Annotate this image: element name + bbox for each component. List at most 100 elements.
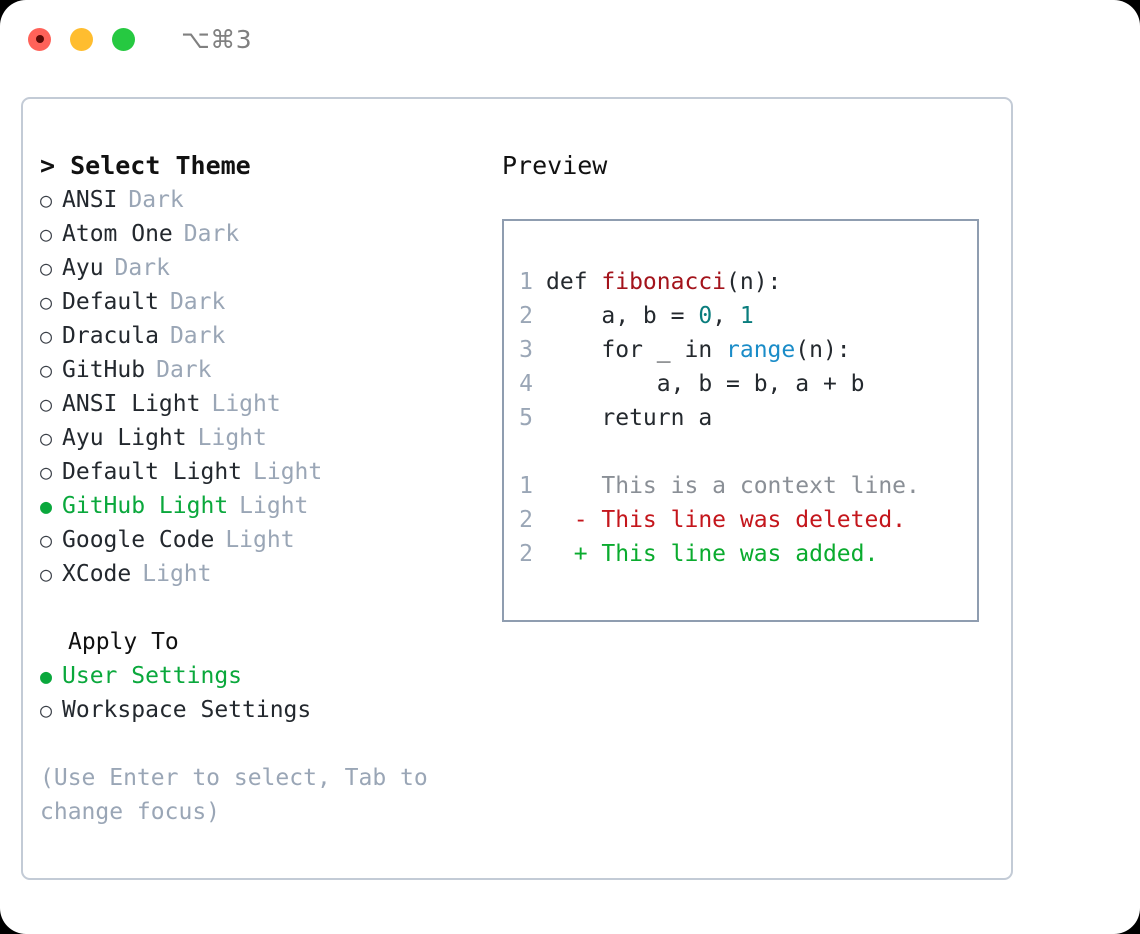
- code-line: 2 a, b = 0, 1: [504, 299, 977, 333]
- theme-option-label: ANSI: [62, 187, 118, 213]
- code-line: 5 return a: [504, 401, 977, 435]
- theme-option-label: GitHub Light: [62, 493, 229, 519]
- radio-unselected-icon: ○: [40, 324, 53, 348]
- theme-variant-badge: Dark: [169, 323, 226, 349]
- theme-variant-badge: Dark: [114, 255, 170, 281]
- theme-option-ansi-light[interactable]: ○ ANSI Light Light: [40, 387, 480, 421]
- theme-option-xcode[interactable]: ○ XCode Light: [40, 557, 480, 591]
- minimize-window-icon[interactable]: [70, 27, 93, 51]
- code-line-content: def fibonacci(n):: [546, 265, 781, 299]
- apply-to-option-user-settings[interactable]: ● User Settings: [40, 659, 480, 693]
- radio-unselected-icon: ○: [40, 256, 53, 280]
- theme-option-google-code[interactable]: ○ Google Code Light: [40, 523, 480, 557]
- theme-option-label: Atom One: [62, 221, 173, 247]
- theme-option-github[interactable]: ○ GitHub Dark: [40, 353, 480, 387]
- line-number: 2: [519, 507, 533, 533]
- theme-option-label: ANSI Light: [62, 391, 201, 417]
- apply-to-option-label: Workspace Settings: [62, 697, 312, 723]
- line-number: 1: [519, 269, 533, 295]
- apply-to-option-workspace-settings[interactable]: ○ Workspace Settings: [40, 693, 480, 727]
- radio-unselected-icon: ○: [40, 188, 53, 212]
- keyboard-shortcut-label: ⌥⌘3: [181, 24, 253, 54]
- line-number: 2: [519, 541, 533, 567]
- diff-line: 1 This is a context line.: [504, 469, 977, 503]
- theme-option-label: Default: [62, 289, 159, 315]
- theme-option-label: Dracula: [62, 323, 159, 349]
- theme-variant-badge: Light: [197, 425, 267, 451]
- line-number: 1: [519, 473, 533, 499]
- close-window-icon[interactable]: [28, 27, 51, 51]
- theme-option-label: Ayu Light: [62, 425, 187, 451]
- theme-variant-badge: Light: [239, 493, 309, 519]
- code-token: def: [546, 269, 602, 295]
- diff-line-content: - This line was deleted.: [546, 507, 907, 533]
- code-token: fibonacci: [601, 269, 727, 295]
- theme-option-ayu[interactable]: ○ Ayu Dark: [40, 251, 480, 285]
- radio-unselected-icon: ○: [40, 426, 53, 450]
- select-theme-header: > Select Theme: [40, 151, 251, 180]
- apply-to-option-label: User Settings: [62, 663, 243, 689]
- theme-option-dracula[interactable]: ○ Dracula Dark: [40, 319, 480, 353]
- theme-variant-badge: Light: [142, 561, 212, 587]
- theme-option-default-light[interactable]: ○ Default Light Light: [40, 455, 480, 489]
- radio-unselected-icon: ○: [40, 290, 53, 314]
- theme-option-github-light[interactable]: ● GitHub Light Light: [40, 489, 480, 523]
- theme-variant-badge: Light: [211, 391, 281, 417]
- code-token: 0: [698, 303, 713, 329]
- code-line: 4 a, b = b, a + b: [504, 367, 977, 401]
- title-bar: ⌥⌘3: [0, 0, 1140, 78]
- code-line: 3 for _ in range(n):: [504, 333, 977, 367]
- theme-variant-badge: Dark: [156, 357, 212, 383]
- code-line: 1 def fibonacci(n):: [504, 265, 977, 299]
- radio-unselected-icon: ○: [40, 358, 53, 382]
- code-line-content: return a: [546, 401, 712, 435]
- line-number: 4: [519, 371, 533, 397]
- code-token: range: [726, 337, 796, 363]
- theme-option-label: Default Light: [62, 459, 243, 485]
- line-number: 5: [519, 405, 533, 431]
- radio-selected-icon: ●: [40, 494, 53, 518]
- code-line-content: a, b = 0, 1: [546, 299, 754, 333]
- diff-line: 2 + This line was added.: [504, 537, 977, 571]
- theme-variant-badge: Light: [253, 459, 323, 485]
- theme-option-ayu-light[interactable]: ○ Ayu Light Light: [40, 421, 480, 455]
- theme-option-ansi[interactable]: ○ ANSI Dark: [40, 183, 480, 217]
- apply-to-header: Apply To: [68, 629, 179, 655]
- theme-option-label: XCode: [62, 561, 132, 587]
- code-token: a, b = b, a + b: [546, 371, 865, 397]
- line-number: 3: [519, 337, 533, 363]
- radio-selected-icon: ●: [40, 664, 53, 688]
- radio-unselected-icon: ○: [40, 222, 53, 246]
- keyboard-hint-text: (Use Enter to select, Tab to change focu…: [40, 765, 428, 825]
- code-token: for _ in: [546, 337, 727, 363]
- radio-unselected-icon: ○: [40, 528, 53, 552]
- radio-unselected-icon: ○: [40, 562, 53, 586]
- radio-unselected-icon: ○: [40, 460, 53, 484]
- theme-option-label: Ayu: [62, 255, 104, 281]
- theme-variant-badge: Dark: [128, 187, 184, 213]
- diff-line: 2 - This line was deleted.: [504, 503, 977, 537]
- code-token: a, b =: [546, 303, 699, 329]
- radio-unselected-icon: ○: [40, 698, 53, 722]
- theme-option-label: GitHub: [62, 357, 146, 383]
- code-token: return a: [546, 405, 713, 431]
- apply-to-list[interactable]: ● User Settings ○ Workspace Settings: [40, 659, 480, 727]
- code-line-content: a, b = b, a + b: [546, 367, 865, 401]
- code-line-content: for _ in range(n):: [546, 333, 850, 367]
- diff-sample: 1 This is a context line.2 - This line w…: [504, 469, 977, 571]
- diff-line-content: + This line was added.: [546, 541, 879, 567]
- theme-variant-badge: Light: [225, 527, 295, 553]
- theme-option-label: Google Code: [62, 527, 215, 553]
- code-token: 1: [739, 303, 754, 329]
- diff-line-content: This is a context line.: [546, 473, 920, 499]
- maximize-window-icon[interactable]: [112, 27, 135, 51]
- line-number: 2: [519, 303, 533, 329]
- radio-unselected-icon: ○: [40, 392, 53, 416]
